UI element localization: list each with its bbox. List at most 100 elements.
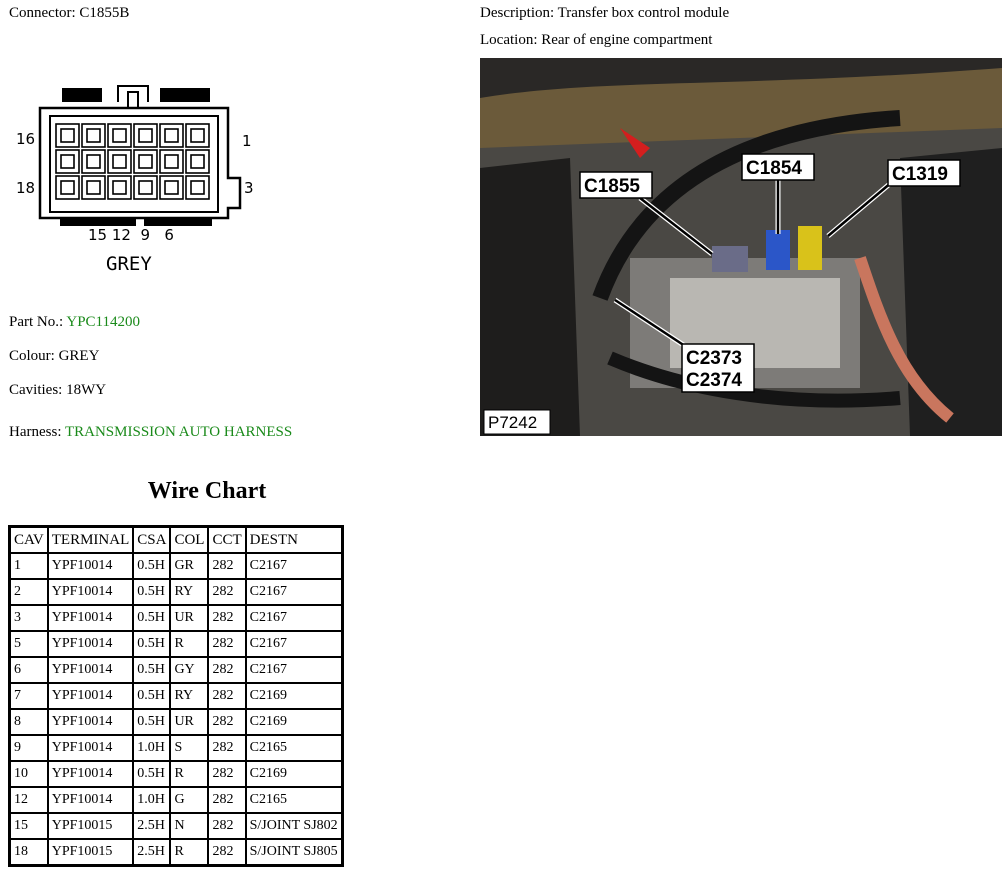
table-cell: C2169 [244,708,344,736]
table-cell: YPF10014 [46,604,135,632]
table-cell: 12 [8,786,49,814]
table-cell: C2165 [244,786,344,814]
table-cell: YPF10015 [46,838,135,867]
table-cell: 5 [8,630,49,658]
table-cell: RY [169,578,210,606]
cavity-inner [112,180,127,195]
table-cell: 1 [8,552,49,580]
label-c2374: C2374 [686,370,742,391]
part-number: Part No.: YPC114200 [9,314,140,330]
table-cell: C2167 [244,604,344,632]
table-cell: RY [169,682,210,710]
table-cell: C2167 [244,630,344,658]
table-cell: 0.5H [132,552,172,580]
colour: Colour: GREY [9,348,100,364]
table-cell: 0.5H [132,760,172,788]
label-c2373: C2373 [686,348,742,369]
cavity-inner [86,128,101,143]
table-cell: 0.5H [132,630,172,658]
column-header-cct: CCT [207,525,247,554]
column-header-destn: DESTN [244,525,344,554]
table-cell: 2.5H [132,838,172,867]
harness: Harness: TRANSMISSION AUTO HARNESS [9,424,293,440]
part-number-value: YPC114200 [66,314,140,330]
table-cell: 1.0H [132,734,172,762]
table-cell: 282 [207,656,247,684]
table-cell: N [169,812,210,840]
table-cell: YPF10015 [46,812,135,840]
colour-label: GREY [106,253,152,275]
table-cell: C2169 [244,682,344,710]
wire-chart-title: Wire Chart [147,478,267,504]
table-cell: 282 [207,760,247,788]
cavity-inner [86,180,101,195]
table-cell: 282 [207,552,247,580]
table-cell: 0.5H [132,708,172,736]
table-cell: 0.5H [132,656,172,684]
cavity-inner [138,128,153,143]
pin-labels-bottom: 15 12 9 6 [88,226,174,244]
table-cell: 282 [207,682,247,710]
label-box-c2373-c2374 [681,343,755,393]
table-cell: YPF10014 [46,734,135,762]
table-cell: 0.5H [132,604,172,632]
pin-label-1: 1 [242,132,252,150]
table-cell: 15 [8,812,49,840]
cavity-inner [138,180,153,195]
table-cell: 282 [207,604,247,632]
description: Description: Transfer box control module [480,5,730,21]
table-cell: R [169,760,210,788]
table-cell: 8 [8,708,49,736]
table-cell: 282 [207,578,247,606]
table-cell: 282 [207,812,247,840]
table-cell: S/JOINT SJ802 [244,812,344,840]
table-cell: R [169,838,210,867]
table-cell: 10 [8,760,49,788]
pin-label-16: 16 [16,130,35,148]
label-box-c1855 [579,171,653,199]
table-cell: 0.5H [132,578,172,606]
table-cell: YPF10014 [46,786,135,814]
label-c1854: C1854 [746,158,802,179]
cavity-inner [164,128,179,143]
label-box-c1854 [741,153,815,181]
cavity-inner [190,128,205,143]
table-cell: YPF10014 [46,682,135,710]
table-cell: C2167 [244,578,344,606]
cavities: Cavities: 18WY [9,382,107,398]
cavity-inner [190,180,205,195]
location-photo: C1855 C1854 C1319 C2373 C2374 P7242 [480,58,1002,436]
table-cell: UR [169,604,210,632]
table-cell: YPF10014 [46,760,135,788]
cavity-inner [60,154,75,169]
table-cell: C2165 [244,734,344,762]
table-cell: UR [169,708,210,736]
pin-label-3: 3 [244,179,254,197]
table-cell: YPF10014 [46,578,135,606]
table-cell: 1.0H [132,786,172,814]
table-cell: C2169 [244,760,344,788]
column-header-col: COL [169,525,210,554]
label-c1319: C1319 [892,164,948,185]
cavity-inner [60,180,75,195]
pin-label-18: 18 [16,179,35,197]
table-cell: YPF10014 [46,552,135,580]
table-cell: 282 [207,734,247,762]
photo-illustration: C1855 C1854 C1319 C2373 C2374 P7242 [480,58,1002,436]
table-cell: 3 [8,604,49,632]
table-cell: R [169,630,210,658]
cavity-inner [190,154,205,169]
photo-reference: P7242 [488,413,537,432]
cavity-inner [164,180,179,195]
table-cell: GR [169,552,210,580]
